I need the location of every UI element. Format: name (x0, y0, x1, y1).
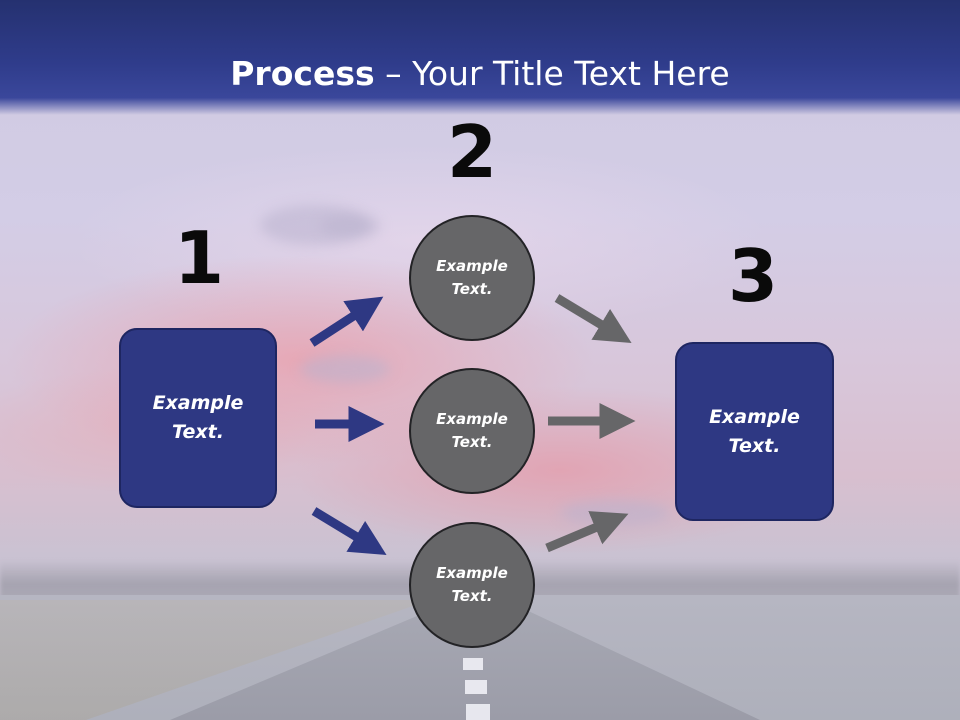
lane-marking (463, 658, 483, 670)
arrow-to-bottom-circle (311, 507, 387, 556)
bottom-circle[interactable]: Example Text. (409, 522, 535, 648)
left-process-box[interactable]: Example Text. (119, 328, 277, 508)
step-number-2: 2 (446, 110, 498, 194)
arrow-from-bottom-circle (545, 511, 629, 553)
header-band (0, 0, 960, 115)
top-circle-text: Example Text. (436, 257, 508, 298)
right-process-box[interactable]: Example Text. (675, 342, 834, 521)
cloud (320, 215, 380, 237)
lane-marking (466, 704, 490, 720)
lane-marking (465, 680, 487, 694)
step-number-3: 3 (727, 234, 779, 318)
arrow-from-top-circle (554, 294, 632, 343)
title-bold: Process (230, 54, 375, 93)
middle-circle-text: Example Text. (436, 410, 508, 451)
step-number-1: 1 (173, 216, 225, 300)
middle-circle[interactable]: Example Text. (409, 368, 535, 494)
bottom-circle-text: Example Text. (436, 564, 508, 605)
right-box-text: Example Text. (709, 405, 800, 457)
cloud (300, 355, 390, 383)
top-circle[interactable]: Example Text. (409, 215, 535, 341)
slide-title: Process – Your Title Text Here (0, 52, 960, 96)
left-box-text: Example Text. (152, 392, 244, 443)
title-rest: – Your Title Text Here (374, 54, 730, 93)
arrow-to-top-circle (309, 296, 384, 347)
